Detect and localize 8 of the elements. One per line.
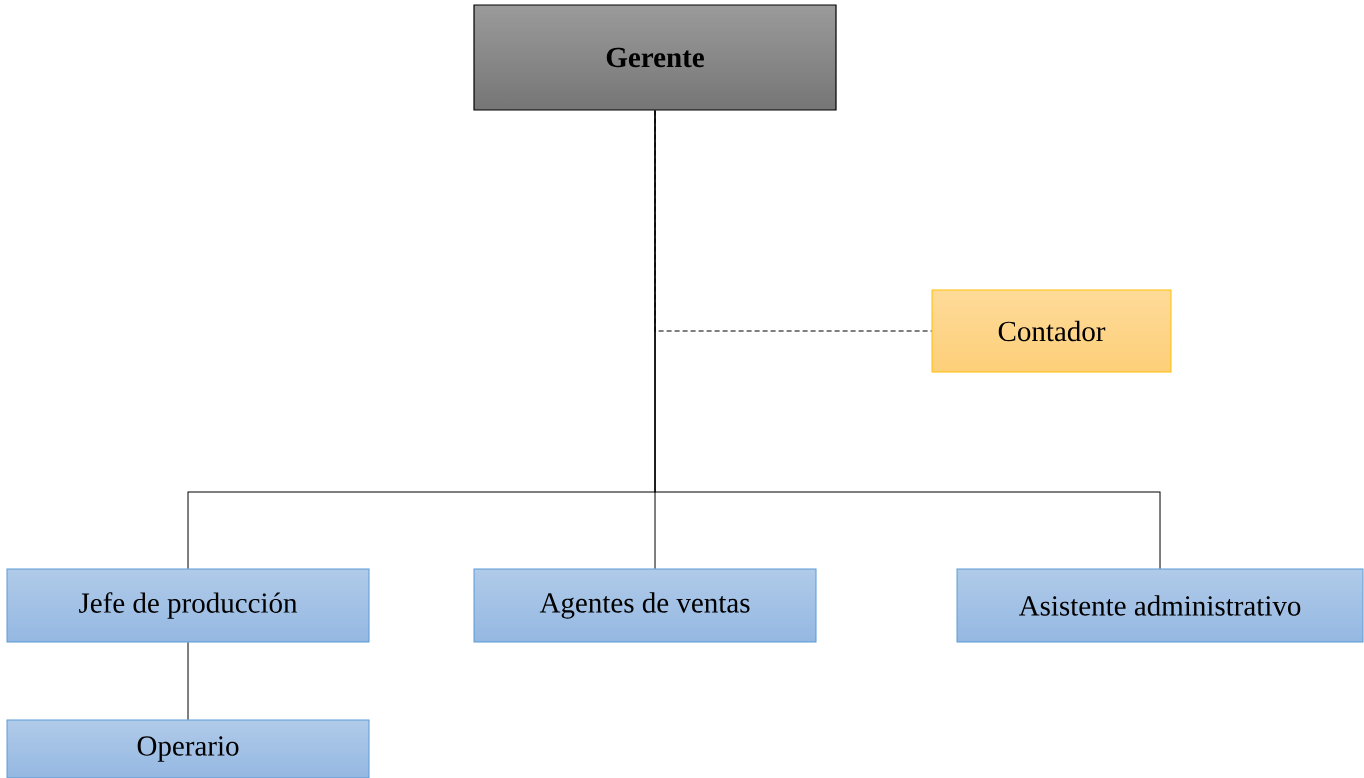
position-box: Asistente administrativo (956, 568, 1364, 643)
position-box: Jefe de producción (6, 568, 370, 643)
position-box: Operario (6, 719, 370, 778)
connector-line (187, 642, 189, 720)
position-box: Agentes de ventas (473, 568, 817, 643)
staff-box: Contador (931, 289, 1172, 373)
connector-line (654, 110, 1161, 569)
manager-box: Gerente (473, 4, 837, 111)
